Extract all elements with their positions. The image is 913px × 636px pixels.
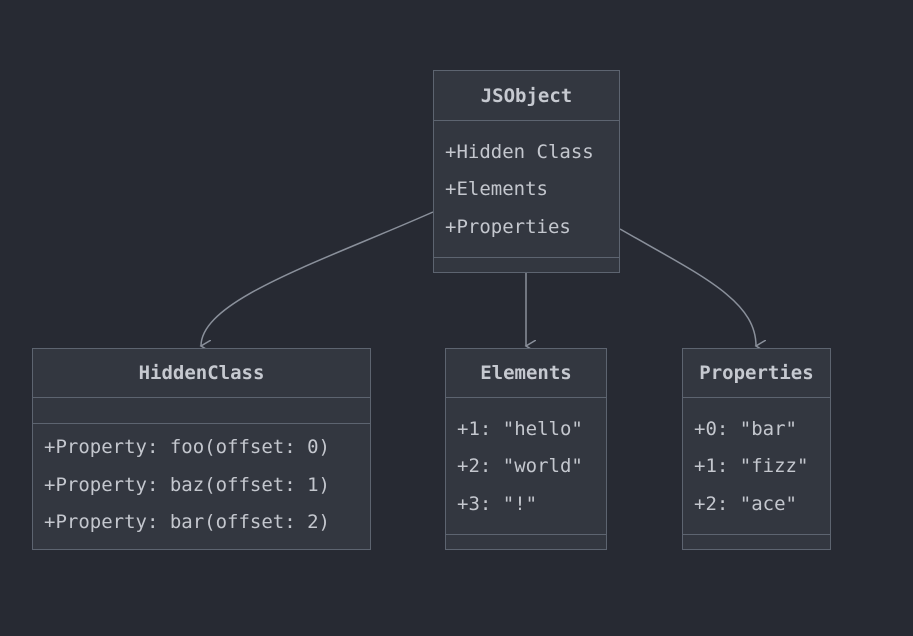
class-jsobject-attributes: +Hidden Class +Elements +Properties: [434, 121, 619, 257]
class-member: +0: "bar": [694, 418, 797, 440]
class-member: +Elements: [445, 178, 548, 200]
class-member: +2: "ace": [694, 493, 797, 515]
class-hiddenclass[interactable]: HiddenClass +Property: foo(offset: 0) +P…: [32, 348, 371, 550]
class-properties-title: Properties: [699, 362, 814, 384]
class-member: +Property: baz(offset: 1): [44, 474, 330, 496]
class-member: +2: "world": [457, 455, 583, 477]
class-member: +1: "fizz": [694, 455, 809, 477]
class-member: +Property: bar(offset: 2): [44, 511, 330, 533]
class-elements-attributes: +1: "hello" +2: "world" +3: "!": [446, 398, 606, 534]
class-elements-title: Elements: [480, 362, 572, 384]
class-hiddenclass-title: HiddenClass: [138, 362, 265, 384]
class-properties-attributes: +0: "bar" +1: "fizz" +2: "ace": [683, 398, 830, 534]
divider: [434, 120, 619, 121]
class-jsobject-title: JSObject: [480, 84, 573, 107]
class-member: +Property: foo(offset: 0): [44, 436, 330, 458]
class-properties[interactable]: Properties +0: "bar" +1: "fizz" +2: "ace…: [682, 348, 831, 550]
class-jsobject-methods: [434, 258, 619, 272]
divider: [446, 534, 606, 535]
class-elements[interactable]: Elements +1: "hello" +2: "world" +3: "!": [445, 348, 607, 550]
class-hiddenclass-attributes: [33, 398, 370, 423]
edge-jsobject-to-properties: [619, 228, 756, 346]
divider: [33, 423, 370, 424]
divider: [33, 397, 370, 398]
class-hiddenclass-methods: +Property: foo(offset: 0) +Property: baz…: [33, 424, 370, 548]
edge-jsobject-to-hiddenclass: [201, 211, 434, 346]
divider: [434, 257, 619, 258]
class-member: +3: "!": [457, 493, 538, 515]
divider: [683, 397, 830, 398]
divider: [683, 534, 830, 535]
class-jsobject[interactable]: JSObject +Hidden Class +Elements +Proper…: [433, 70, 620, 273]
class-member: +Properties: [445, 216, 571, 238]
class-elements-methods: [446, 535, 606, 548]
divider: [446, 397, 606, 398]
class-properties-methods: [683, 535, 830, 548]
class-member: +1: "hello": [457, 418, 583, 440]
class-member: +Hidden Class: [445, 141, 594, 163]
